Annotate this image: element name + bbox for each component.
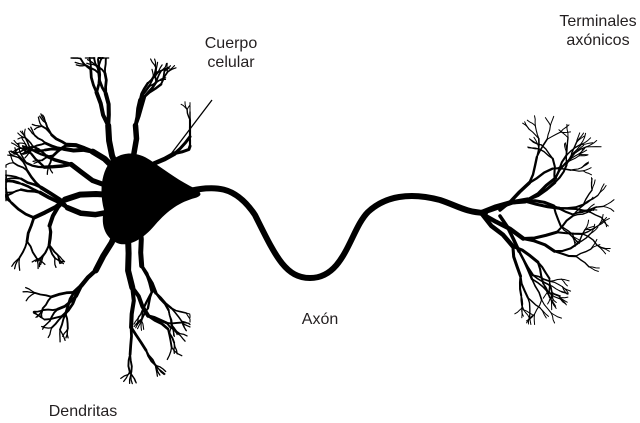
dendrite-branch [167, 323, 182, 324]
dendrite-branch [66, 314, 68, 329]
dendrite-branch [6, 178, 21, 179]
cell-body [102, 154, 201, 245]
dendrite-branch [42, 245, 50, 257]
dendrite-branch [131, 372, 132, 383]
dendrite-branch [43, 297, 52, 309]
dendrite-branch [67, 329, 68, 338]
dendrite-branch [74, 270, 96, 292]
terminal-branch [557, 232, 583, 234]
terminal-branch [500, 183, 529, 210]
dendrite-branch [26, 293, 35, 301]
terminal-branch [576, 256, 589, 267]
dendrite-branch [124, 372, 130, 382]
terminal-branch [523, 232, 557, 238]
terminal-branch [583, 171, 591, 175]
terminal-branch [561, 132, 571, 133]
dendrite-branch [167, 347, 171, 359]
terminal-branch [583, 168, 591, 171]
dendrite-branch [48, 328, 51, 338]
terminal-branch [535, 116, 536, 126]
dendrite-branch [131, 288, 134, 328]
dendrite-branch [156, 293, 172, 308]
axon-label: Axón [285, 310, 355, 329]
dendrite-branch [97, 66, 100, 93]
dendrite-branch [142, 321, 144, 330]
terminal-branch [523, 239, 554, 252]
terminal-branch [515, 308, 522, 314]
axon-terminals-label-line2: axónicos [548, 31, 640, 50]
terminal-branch [550, 279, 562, 281]
dendrite-branch [35, 293, 52, 297]
cell-body-label-line1: Cuerpo [186, 34, 276, 53]
dendrite-branch [156, 62, 157, 72]
terminal-branch [561, 226, 573, 237]
terminal-branch [579, 154, 588, 155]
dendrite-branch [136, 100, 141, 125]
axon-terminals-label-line1: Terminales [548, 12, 640, 31]
terminal-branch [527, 120, 535, 126]
dendrite-branch [185, 102, 187, 110]
dendrite-branch [142, 266, 156, 293]
dendrite-branch [35, 135, 46, 143]
terminal-branch [571, 170, 584, 171]
dendrite-branch [27, 241, 36, 257]
dendrite-branch [130, 354, 132, 372]
dendrite-branch [91, 70, 97, 93]
terminal-branch [535, 300, 542, 315]
terminal-branch [545, 118, 550, 126]
dendrite-branch [27, 218, 34, 242]
terminal-branch [550, 116, 553, 125]
terminal-branch [579, 155, 588, 156]
dendrite-branch [130, 327, 131, 354]
axon-terminals-label: Terminales axónicos [548, 12, 640, 50]
dendrite-branch [55, 258, 56, 267]
dendrite-branch [6, 163, 13, 168]
terminal-branch [559, 130, 568, 138]
axon-terminals [482, 116, 614, 325]
dendrite-branch [43, 309, 57, 310]
dendrite-branch [105, 59, 106, 73]
dendrite-branch [6, 192, 8, 193]
terminal-branch [592, 180, 595, 190]
terminal-branch [578, 234, 591, 244]
dendrite-branch [52, 135, 67, 145]
dendrite-branch [49, 226, 51, 245]
cell-body-label: Cuerpo celular [186, 34, 276, 72]
dendrites-label: Dendritas [28, 402, 138, 421]
terminal-branch [576, 249, 591, 256]
dendrite-branch [18, 144, 20, 153]
axon [185, 188, 485, 278]
dendrites [6, 58, 190, 384]
terminal-branch [585, 211, 602, 218]
dendrite-branch [131, 327, 146, 350]
dendrite-branch [43, 321, 50, 327]
terminal-branch [554, 244, 577, 252]
terminal-branch [603, 206, 614, 211]
terminal-branch [540, 308, 546, 318]
terminal-branch [603, 200, 614, 207]
dendrite-branch [73, 58, 81, 59]
dendrite-branch [105, 73, 106, 93]
dendrite-branch [12, 203, 34, 218]
dendrite-branch [71, 164, 105, 185]
dendrite-branch [20, 241, 27, 257]
dendrite-branch [60, 330, 65, 341]
dendrite-branch [128, 236, 132, 288]
dendrite-branch [8, 190, 22, 193]
dendrite-branch [148, 292, 152, 309]
dendrite-branch [25, 129, 26, 138]
cell-body-label-line2: celular [186, 53, 276, 72]
terminal-branch [597, 245, 606, 254]
dendrite-branch [6, 181, 8, 186]
